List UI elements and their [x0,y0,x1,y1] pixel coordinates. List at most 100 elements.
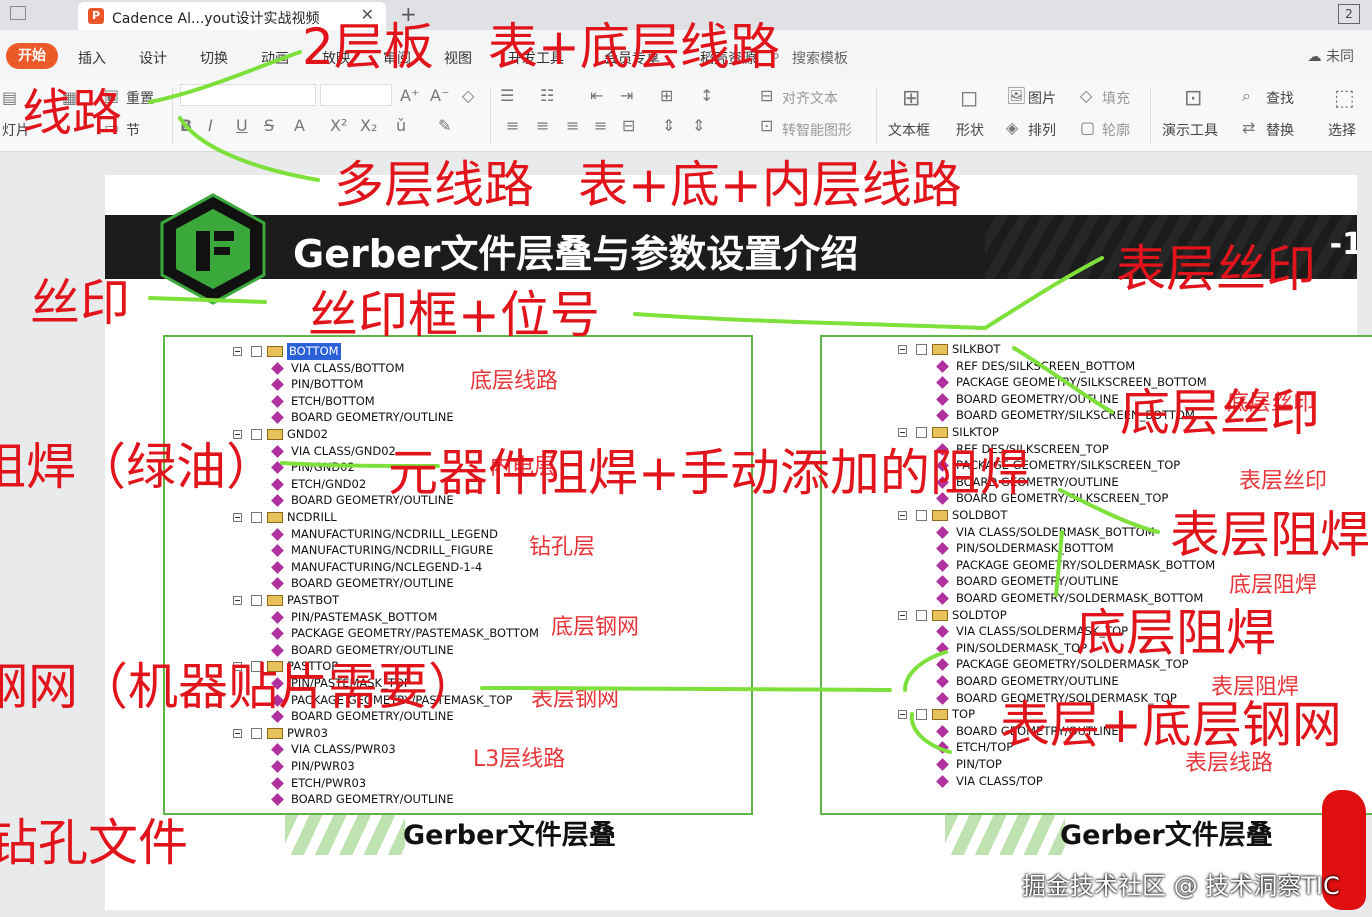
window-icon[interactable] [10,6,26,20]
numbered-list-icon[interactable]: ☷ [540,86,555,105]
font-color-icon[interactable]: A [294,116,305,135]
layer-checkbox[interactable] [916,709,927,721]
collapse-toggle-icon[interactable] [233,430,242,439]
folder-icon [932,709,948,721]
textbox-button[interactable]: 文本框 [888,123,930,139]
layer-checkbox[interactable] [916,427,927,438]
distribute-icon[interactable]: ⊟ [622,116,636,135]
bold-icon[interactable]: B [180,116,193,135]
indent-decrease-icon[interactable]: ⇤ [590,86,604,105]
strikethrough-icon[interactable]: S [264,116,275,135]
outline-button[interactable]: 轮廓 [1102,123,1130,139]
picture-button[interactable]: 图片 [1028,91,1056,107]
arrange-button[interactable]: 排列 [1028,123,1056,139]
textbox-icon: ⊞ [902,86,921,111]
layout-icon[interactable]: ▦ [62,88,78,107]
underline-icon[interactable]: U [236,116,248,135]
select-button[interactable]: 选择 [1328,123,1356,139]
align-center-icon[interactable]: ≡ [536,116,550,135]
layer-checkbox[interactable] [916,510,927,521]
replace-button[interactable]: 替换 [1266,123,1294,139]
layer-item-label: BOARD GEOMETRY/OUTLINE [956,674,1119,688]
subscript-icon[interactable]: X₂ [360,116,378,135]
layer-checkbox[interactable] [251,346,262,357]
collapse-toggle-icon[interactable] [898,610,907,620]
layer-item-label: PACKAGE GEOMETRY/SILKSCREEN_TOP [956,458,1181,473]
italic-icon[interactable]: I [208,116,213,135]
collapse-toggle-icon[interactable] [898,345,907,354]
layer-checkbox[interactable] [916,344,927,355]
justify-icon[interactable]: ≡ [594,116,608,135]
tab-insert[interactable]: 插入 [78,51,106,67]
layer-checkbox[interactable] [251,727,262,739]
collapse-toggle-icon[interactable] [233,347,242,356]
font-family-select[interactable] [180,84,316,106]
new-tab-button[interactable]: + [400,2,417,26]
new-slide-button[interactable]: 灯片 [2,123,30,139]
increase-font-icon[interactable]: A⁺ [400,86,420,105]
collapse-toggle-icon[interactable] [233,513,242,522]
fill-button[interactable]: 填充 [1102,91,1130,107]
decrease-font-icon[interactable]: A⁻ [430,86,450,105]
collapse-toggle-icon[interactable] [898,428,907,437]
phonetic-icon[interactable]: ǔ [396,116,407,135]
tab-design[interactable]: 设计 [139,51,167,67]
superscript-icon[interactable]: X² [330,116,348,135]
tab-transition[interactable]: 切换 [200,51,228,67]
tab-member[interactable]: 会员专享 [604,51,660,67]
layer-checkbox[interactable] [251,429,262,440]
collapse-toggle-icon[interactable] [233,728,242,738]
collapse-toggle-icon[interactable] [898,511,907,520]
paragraph-spacing-icon[interactable]: ⇕ [662,116,676,135]
reset-button[interactable]: 重置 [126,91,154,107]
layer-checkbox[interactable] [251,661,262,673]
annotation-top-silk: 表层丝印 [1116,240,1316,298]
search-template-input[interactable]: 搜索模板 [792,51,848,67]
clear-format-icon[interactable]: ◇ [462,86,475,105]
tab-animation[interactable]: 动画 [261,51,289,67]
layer-item-label: PIN/PASTEMASK_BOTTOM [291,609,438,624]
indent-increase-icon[interactable]: ⇥ [620,86,634,105]
annotation-top-bottom: 表+底层线路 [488,18,780,76]
align-right-icon[interactable]: ≡ [566,116,580,135]
tab-developer[interactable]: 开发工具 [508,51,564,67]
text-direction-icon[interactable]: ⊞ [660,86,674,105]
section-icon[interactable]: ▭ [104,118,120,137]
tab-start[interactable]: 开始 [6,43,58,69]
new-slide-icon[interactable]: ▤ [2,88,18,107]
collapse-toggle-icon[interactable] [233,596,242,605]
layer-checkbox[interactable] [251,512,262,523]
layer-item-icon [936,542,949,556]
tab-review[interactable]: 审阅 [383,51,411,67]
layer-checkbox[interactable] [916,609,927,621]
layer-item-icon [271,627,284,641]
bullet-list-icon[interactable]: ☰ [500,86,515,105]
shape-button[interactable]: 形状 [956,123,984,139]
smart-shape-button[interactable]: 转智能图形 [782,123,852,139]
align-text-button[interactable]: 对齐文本 [782,91,838,107]
cloud-sync-status[interactable]: ☁ 未同 [1307,49,1354,65]
collapse-toggle-icon[interactable] [898,710,907,720]
tab-slideshow[interactable]: 放映 [322,51,350,67]
layer-group-label: NCDRILL [287,510,337,524]
layer-checkbox[interactable] [251,595,262,606]
presenter-tools-button[interactable]: 演示工具 [1162,123,1218,139]
tab-docer[interactable]: 稻壳资源 [700,51,756,67]
column-icon[interactable]: ⇕ [692,116,706,135]
align-left-icon[interactable]: ≡ [506,116,520,135]
right-footer-title: Gerber文件层叠 [1060,820,1273,851]
section-button[interactable]: 节 [126,123,140,139]
reset-icon[interactable]: ▣ [104,86,120,105]
search-template-icon[interactable]: ⌕ [772,48,780,64]
line-spacing-icon[interactable]: ↕ [700,86,714,105]
close-tab-icon[interactable]: ✕ [360,5,374,24]
layer-item-label: ETCH/GND02 [291,476,367,491]
collapse-toggle-icon[interactable] [233,662,242,672]
document-tab[interactable]: P Cadence Al...yout设计实战视频 ✕ [78,2,386,30]
find-button[interactable]: 查找 [1266,91,1294,107]
page-indicator[interactable]: 2 [1338,4,1360,24]
tab-view[interactable]: 视图 [444,51,472,67]
highlight-icon[interactable]: ✎ [438,116,452,135]
font-size-select[interactable] [320,84,392,106]
